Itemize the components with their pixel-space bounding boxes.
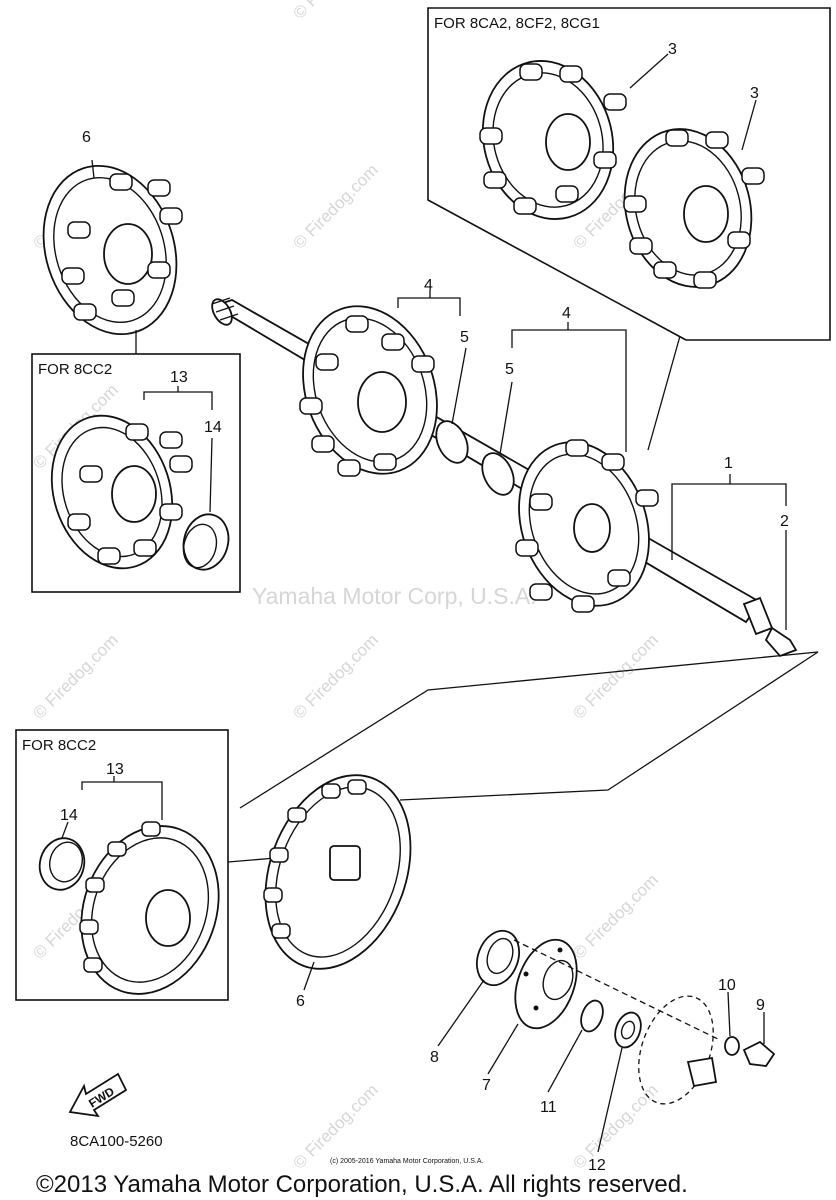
spacer-5a (435, 420, 469, 464)
callout-14-upper: 14 (204, 419, 222, 436)
callout-4-right: 4 (562, 305, 571, 322)
callout-3-b: 3 (750, 85, 759, 102)
sprocket-4-left (299, 305, 438, 477)
watermark-corp: Yamaha Motor Corp, U.S.A. (252, 583, 537, 609)
callout-1: 1 (724, 455, 733, 472)
watermark-site: © Firedog.com (289, 0, 381, 23)
callout-7: 7 (482, 1077, 491, 1094)
inset-label-8ca2: FOR 8CA2, 8CF2, 8CG1 (434, 15, 600, 32)
end-cover (638, 995, 718, 1105)
callout-3-a: 3 (668, 41, 677, 58)
watermark-site: © Firedog.com (29, 630, 121, 722)
callout-13-upper: 13 (170, 369, 188, 386)
inset-label-8cc2-upper: FOR 8CC2 (38, 361, 112, 378)
callout-4-left: 4 (424, 277, 433, 294)
callout-2: 2 (780, 513, 789, 530)
watermark-site: © Firedog.com (569, 870, 661, 962)
callout-9: 9 (756, 997, 765, 1014)
callout-11: 11 (540, 1099, 557, 1116)
inset-label-8cc2-lower: FOR 8CC2 (22, 737, 96, 754)
sprocket-4-right (515, 439, 659, 613)
callout-8: 8 (430, 1049, 439, 1066)
part-callouts: 6 4 5 4 5 1 2 3 3 13 14 13 14 6 8 7 11 1… (60, 41, 789, 1174)
sprocket-6-lower (263, 774, 412, 970)
sprocket-13-upper (50, 414, 193, 570)
nut-12 (614, 1011, 642, 1049)
sprocket-3-a (479, 60, 627, 220)
spacer-5b (481, 452, 515, 496)
washer-10 (724, 1036, 740, 1056)
fwd-arrow-icon: FWD (68, 1072, 128, 1118)
bearing-8 (476, 929, 520, 987)
callout-6-lower: 6 (296, 993, 305, 1010)
washer-11 (580, 999, 604, 1033)
sprocket-6-upper (42, 164, 183, 336)
watermark-site: © Firedog.com (289, 630, 381, 722)
callout-5-right: 5 (505, 361, 514, 378)
collar-14-upper (182, 513, 230, 571)
assembly-outline (239, 651, 819, 809)
sprocket-13-lower (79, 821, 220, 995)
figure-code: 8CA100-5260 (70, 1133, 163, 1150)
callout-6-upper: 6 (82, 129, 91, 146)
callout-14-lower: 14 (60, 807, 78, 824)
callout-13-lower: 13 (106, 761, 124, 778)
copyright-line: ©2013 Yamaha Motor Corporation, U.S.A. A… (36, 1171, 688, 1198)
shaft-bolt (764, 626, 798, 658)
bolt-9 (742, 1040, 776, 1067)
flange-7 (514, 938, 578, 1030)
sprocket-3-b (623, 128, 765, 289)
watermark-site: © Firedog.com (289, 160, 381, 252)
callout-5-left: 5 (460, 329, 469, 346)
collar-14-lower (38, 837, 86, 891)
tiny-copyright: (c) 2005-2016 Yamaha Motor Corporation, … (330, 1158, 483, 1165)
callout-10: 10 (718, 977, 736, 994)
watermark-site: © Firedog.com (569, 1080, 661, 1172)
callout-12: 12 (588, 1157, 606, 1174)
inset-box-bottom-left (15, 729, 229, 1001)
leader-lines (61, 53, 787, 1153)
watermark-site: © Firedog.com (569, 630, 661, 722)
inset-box-top-right (427, 7, 831, 341)
